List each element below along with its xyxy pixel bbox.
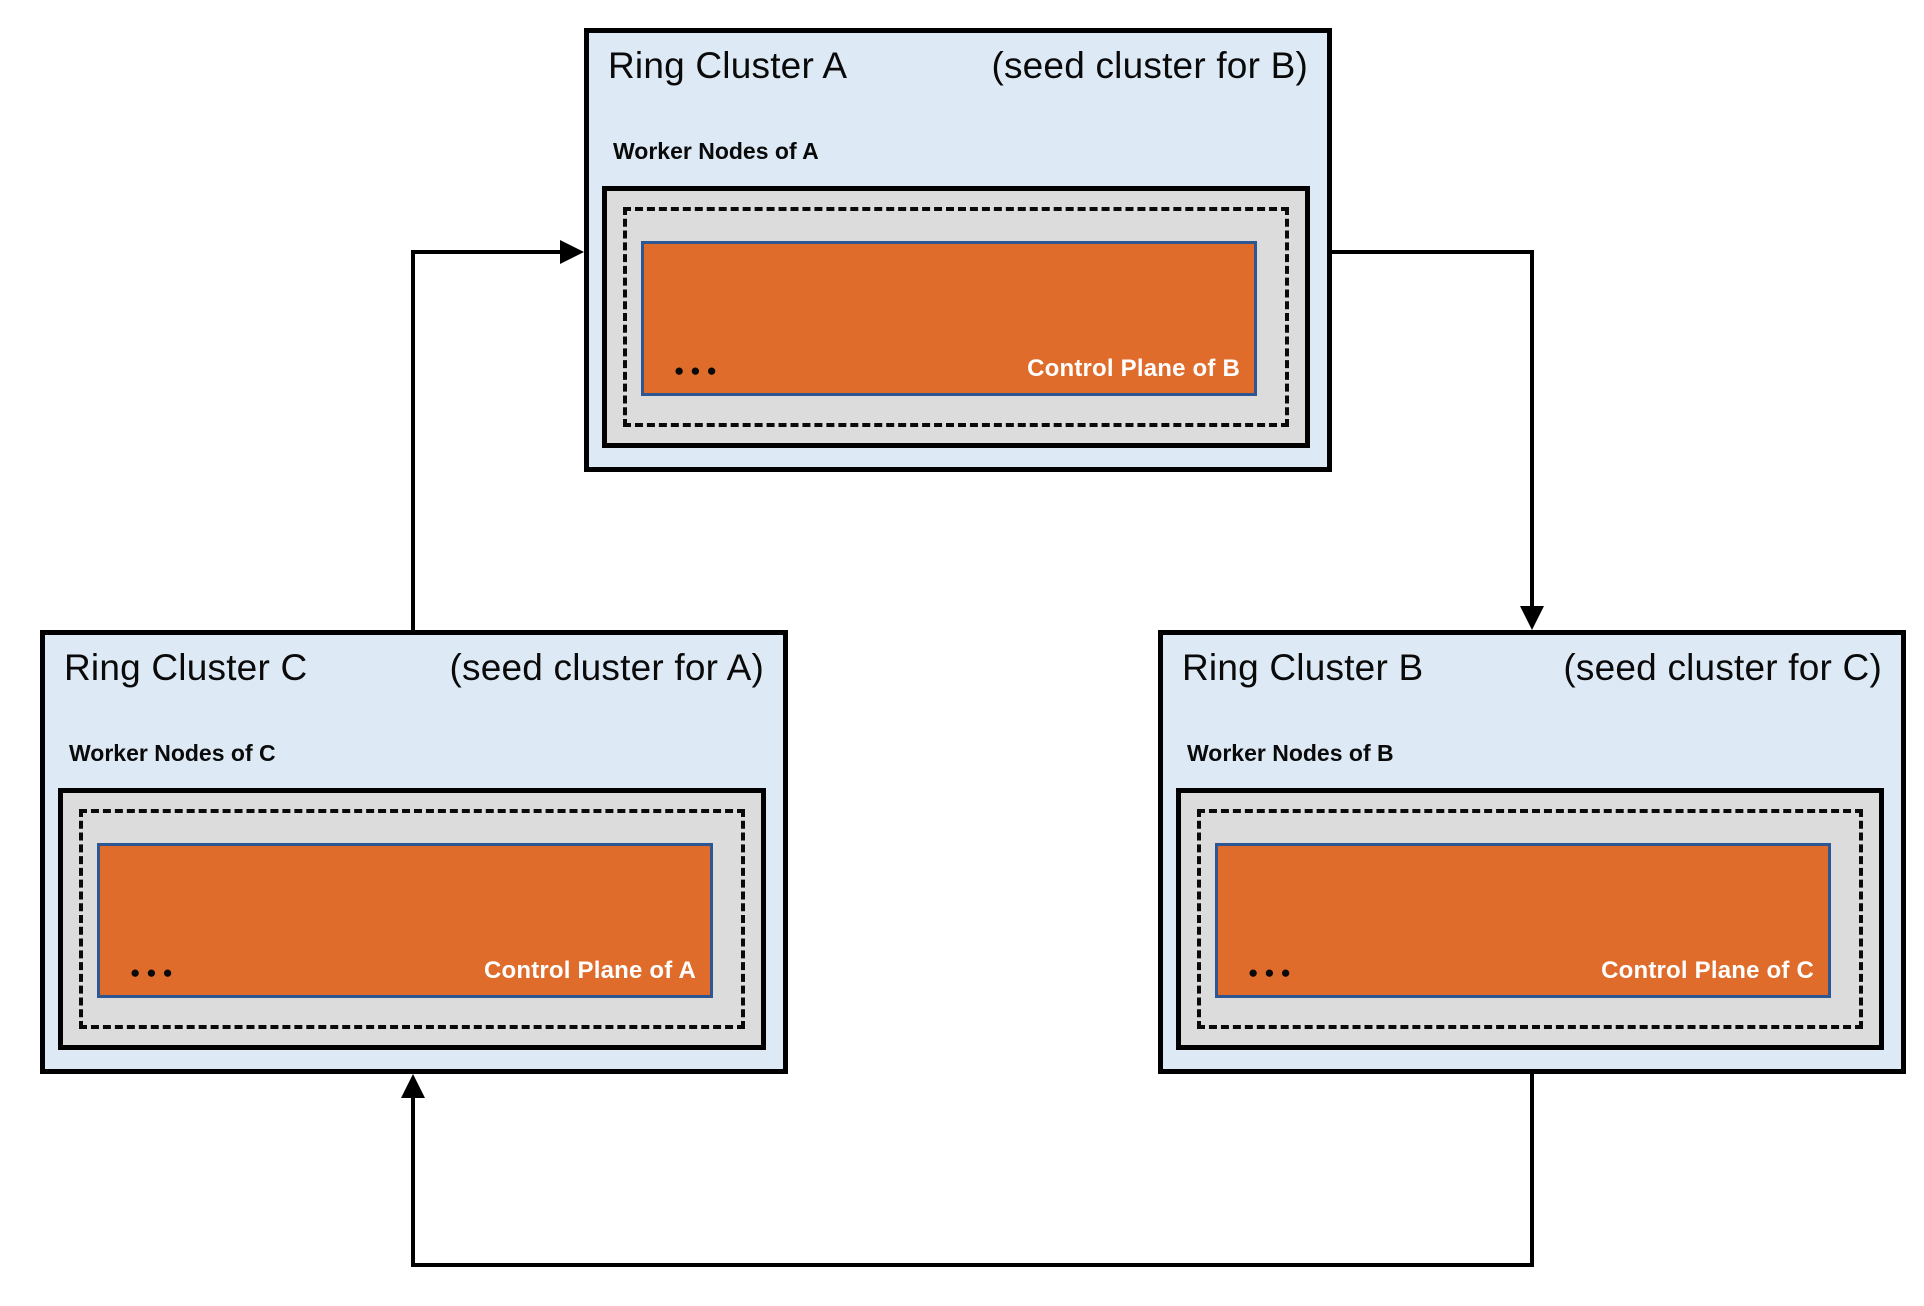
cluster-box-b: Ring Cluster B (seed cluster for C) Work…	[1158, 630, 1906, 1074]
cluster-b-title: Ring Cluster B	[1182, 647, 1424, 688]
cluster-c-title-row: Ring Cluster C (seed cluster for A)	[45, 645, 783, 691]
connector-a-to-b-vertical	[1530, 250, 1534, 608]
cluster-a-control-plane-row: ●●● Control Plane of B	[674, 355, 1240, 383]
connector-b-to-c-vertical-left	[411, 1096, 415, 1267]
cluster-a-title-row: Ring Cluster A (seed cluster for B)	[589, 43, 1327, 89]
connector-c-to-a-vertical	[411, 250, 415, 634]
cluster-c-seed-note: (seed cluster for A)	[449, 647, 764, 688]
ellipsis-dots-icon: ●●●	[674, 361, 723, 380]
cluster-c-title: Ring Cluster C	[64, 647, 308, 688]
arrowhead-into-a-icon	[560, 240, 584, 264]
arrowhead-into-b-icon	[1520, 606, 1544, 630]
cluster-c-dashed-boundary: ●●● Control Plane of A	[79, 809, 745, 1029]
ellipsis-dots-icon: ●●●	[130, 963, 179, 982]
cluster-a-title: Ring Cluster A	[608, 45, 848, 86]
cluster-b-control-plane-row: ●●● Control Plane of C	[1248, 957, 1814, 985]
cluster-box-a: Ring Cluster A (seed cluster for B) Work…	[584, 28, 1332, 472]
ellipsis-dots-icon: ●●●	[1248, 963, 1297, 982]
cluster-b-control-plane-box: ●●● Control Plane of C	[1215, 843, 1831, 998]
cluster-a-control-plane-box: ●●● Control Plane of B	[641, 241, 1257, 396]
cluster-c-worker-nodes-box: ●●● Control Plane of A	[58, 788, 766, 1050]
cluster-b-dashed-boundary: ●●● Control Plane of C	[1197, 809, 1863, 1029]
connector-b-to-c-horizontal	[411, 1263, 1534, 1267]
cluster-c-worker-nodes-label: Worker Nodes of C	[69, 740, 276, 766]
arrowhead-into-c-icon	[401, 1074, 425, 1098]
cluster-a-seed-note: (seed cluster for B)	[991, 45, 1308, 86]
cluster-b-control-plane-label: Control Plane of C	[1601, 957, 1814, 984]
cluster-c-control-plane-row: ●●● Control Plane of A	[130, 957, 696, 985]
cluster-a-worker-nodes-box: ●●● Control Plane of B	[602, 186, 1310, 448]
cluster-b-seed-note: (seed cluster for C)	[1563, 647, 1882, 688]
cluster-c-control-plane-box: ●●● Control Plane of A	[97, 843, 713, 998]
connector-c-to-a-horizontal	[411, 250, 562, 254]
connector-a-to-b-horizontal	[1330, 250, 1534, 254]
cluster-b-worker-nodes-box: ●●● Control Plane of C	[1176, 788, 1884, 1050]
cluster-c-control-plane-label: Control Plane of A	[483, 957, 696, 984]
cluster-b-worker-nodes-label: Worker Nodes of B	[1187, 740, 1394, 766]
cluster-a-dashed-boundary: ●●● Control Plane of B	[623, 207, 1289, 427]
cluster-a-worker-nodes-label: Worker Nodes of A	[613, 138, 819, 164]
cluster-b-title-row: Ring Cluster B (seed cluster for C)	[1163, 645, 1901, 691]
cluster-a-control-plane-label: Control Plane of B	[1027, 355, 1240, 382]
connector-b-to-c-vertical-right	[1530, 1074, 1534, 1267]
cluster-box-c: Ring Cluster C (seed cluster for A) Work…	[40, 630, 788, 1074]
